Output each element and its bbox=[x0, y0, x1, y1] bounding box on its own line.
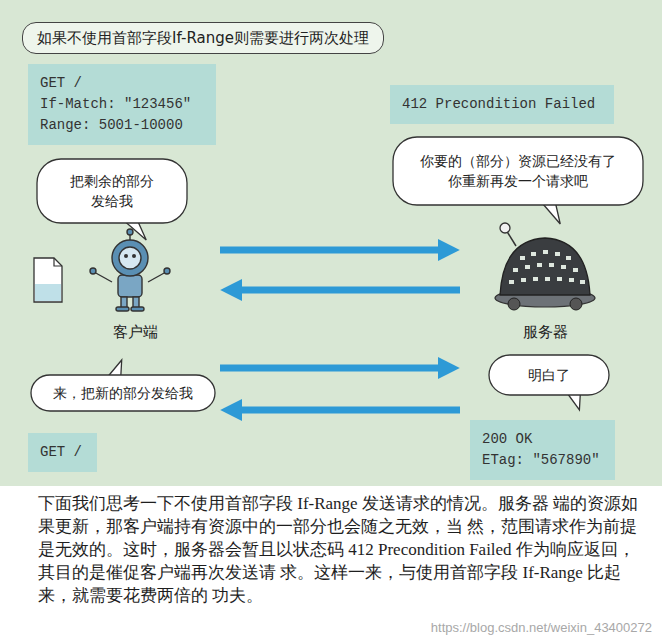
caption-text: 下面我们思考一下不使用首部字段 If-Range 发送请求的情况。服务器 端的资… bbox=[38, 492, 642, 607]
status-line: 412 Precondition Failed bbox=[402, 94, 595, 115]
message-arrow bbox=[220, 247, 440, 254]
client-figure: 客户端 bbox=[60, 226, 210, 342]
document-icon bbox=[34, 258, 62, 302]
title-text: 如果不使用首部字段If-Range则需要进行两次处理 bbox=[37, 29, 369, 48]
header-line: ETag: "567890" bbox=[482, 450, 600, 471]
speech-bubble: 来，把新的部分发给我 bbox=[30, 374, 216, 412]
speech-bubble: 把剩余的部分发给我 bbox=[36, 158, 188, 224]
text-group: 如果不使用首部字段If-Range则需要进行两次处理 bbox=[37, 29, 369, 48]
bubble-body bbox=[31, 375, 215, 411]
client-robot bbox=[90, 229, 170, 311]
header-line: Range: 5001-10000 bbox=[40, 115, 191, 136]
response-box: 412 Precondition Failed bbox=[390, 85, 614, 124]
message-arrow bbox=[220, 365, 440, 372]
speech-text: 你要的（部分）资源已经没有了 你重新再发一个请求吧 bbox=[416, 151, 620, 191]
figure-label: 服务器 bbox=[523, 323, 568, 342]
watermark: https://blog.csdn.net/weixin_43400272 bbox=[429, 620, 654, 635]
text-group: 服务器 bbox=[523, 323, 568, 342]
text-group: 来，把新的部分发给我 bbox=[53, 383, 193, 403]
speech-bubble: 你要的（部分）资源已经没有了 你重新再发一个请求吧 bbox=[392, 136, 644, 206]
bubble-body bbox=[393, 137, 643, 205]
text-group: 明白了 bbox=[528, 365, 570, 385]
text-group: GET / bbox=[40, 442, 82, 463]
text-group: 412 Precondition Failed bbox=[402, 94, 595, 115]
header-line: GET / bbox=[40, 73, 191, 94]
text-panel bbox=[0, 486, 662, 639]
text-group: 200 OKETag: "567890" bbox=[482, 429, 600, 471]
speech-bubble: 明白了 bbox=[488, 354, 610, 396]
text-group: 你要的（部分）资源已经没有了 你重新再发一个请求吧 bbox=[416, 151, 620, 191]
text-group: 客户端 bbox=[113, 323, 158, 342]
bubble-body bbox=[489, 355, 609, 395]
bubble-body bbox=[37, 159, 187, 223]
text-group: GET /If-Match: "123456"Range: 5001-10000 bbox=[40, 73, 191, 136]
header-line: GET / bbox=[40, 442, 82, 463]
server-robot bbox=[495, 223, 595, 310]
speech-text: 明白了 bbox=[528, 365, 570, 385]
request-box: GET /If-Match: "123456"Range: 5001-10000 bbox=[28, 64, 216, 145]
message-arrow bbox=[240, 287, 460, 294]
response-box: 200 OKETag: "567890" bbox=[470, 420, 615, 480]
header-line: 200 OK bbox=[482, 429, 600, 450]
text-group: 把剩余的部分发给我 bbox=[67, 171, 157, 211]
message-arrow bbox=[240, 407, 460, 414]
title-box: 如果不使用首部字段If-Range则需要进行两次处理 bbox=[22, 22, 384, 54]
figure-label: 客户端 bbox=[113, 323, 158, 342]
speech-text: 把剩余的部分发给我 bbox=[67, 171, 157, 211]
server-figure: 服务器 bbox=[470, 226, 620, 342]
request-box: GET / bbox=[28, 433, 97, 472]
bubble-outline bbox=[392, 136, 644, 206]
bubble-outline bbox=[36, 158, 188, 224]
header-line: If-Match: "123456" bbox=[40, 94, 191, 115]
speech-text: 来，把新的部分发给我 bbox=[53, 383, 193, 403]
